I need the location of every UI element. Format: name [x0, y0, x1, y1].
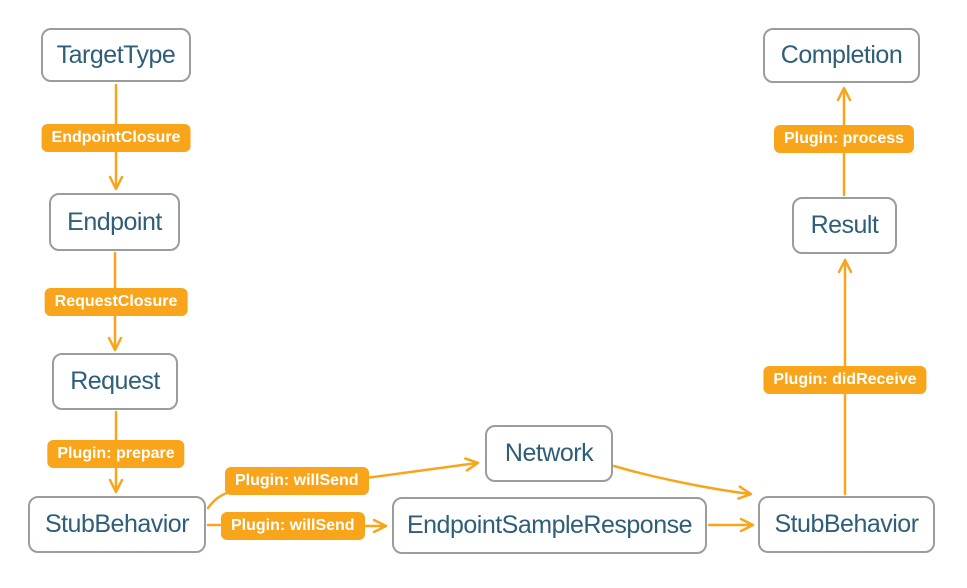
node-result: Result: [792, 197, 897, 254]
edge-label-request-closure: RequestClosure: [44, 288, 188, 316]
edge-willsend-network: [364, 457, 480, 480]
node-endpoint-sample-response: EndpointSampleResponse: [392, 497, 707, 554]
edge-label-plugin-willsend-lower: Plugin: willSend: [221, 512, 365, 540]
edge-label-plugin-didreceive: Plugin: didReceive: [763, 366, 927, 394]
node-request: Request: [52, 353, 178, 410]
node-endpoint: Endpoint: [49, 193, 180, 251]
edge-label-plugin-prepare: Plugin: prepare: [47, 440, 185, 468]
node-target-type: TargetType: [41, 28, 191, 82]
node-stub-behavior-left: StubBehavior: [28, 496, 206, 553]
node-stub-behavior-right: StubBehavior: [758, 496, 935, 553]
edge-label-plugin-willsend-upper: Plugin: willSend: [225, 467, 369, 495]
edge-label-endpoint-closure: EndpointClosure: [41, 124, 191, 152]
node-completion: Completion: [763, 28, 920, 83]
edge-stubbehavior-willsend-upper-stub: [206, 491, 229, 510]
node-network: Network: [485, 425, 613, 482]
edge-label-plugin-process: Plugin: process: [773, 125, 915, 153]
edge-network-stubbehavior: [612, 464, 753, 500]
